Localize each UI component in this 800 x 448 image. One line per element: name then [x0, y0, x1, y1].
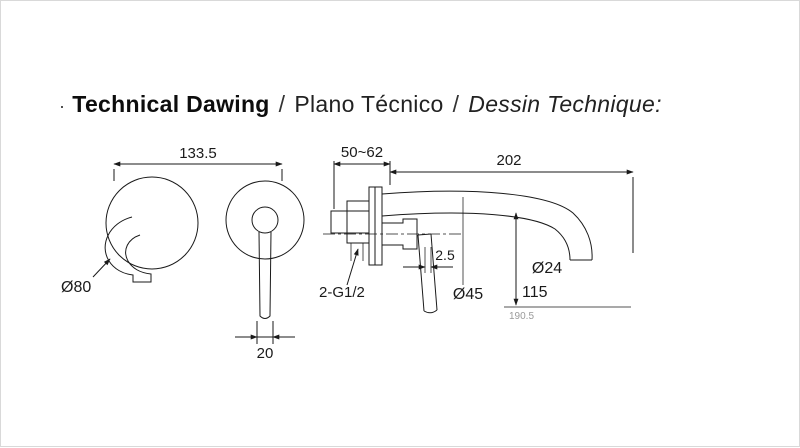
- spout-escutcheon-circle: [105, 176, 199, 270]
- inlet-pipe-side: [330, 210, 348, 234]
- title-separator-2: /: [452, 91, 460, 117]
- drawing-lines: [92, 161, 634, 344]
- title-bullet: ·: [59, 96, 66, 116]
- valve-body-side: [346, 200, 370, 244]
- handle-width-label: 20: [257, 345, 274, 362]
- handle-front: [258, 231, 272, 319]
- dim-height-115: [504, 212, 631, 308]
- title-english: Technical Dawing: [72, 91, 270, 117]
- offset-label: 2.5: [435, 247, 455, 263]
- escutcheon-diameter-label: Ø45: [453, 286, 483, 303]
- spout-front: [104, 216, 152, 283]
- dim-offset-2-5: [403, 247, 453, 273]
- wall-depth-label: 50~62: [341, 144, 383, 161]
- page-title: · Technical Dawing / Plano Técnico / Des…: [59, 91, 662, 118]
- dimension-labels: 133.5 Ø80 20 50~62 202 2.5 Ø45 Ø24 115 2…: [61, 144, 562, 362]
- spout-escutcheon-diameter-label: Ø80: [61, 279, 91, 296]
- ref-dim-label: 190.5: [509, 311, 534, 322]
- spout-side-inner: [381, 212, 571, 261]
- dim-handle-20: [235, 321, 295, 344]
- dim-length-202: [389, 169, 634, 253]
- handle-side: [417, 233, 438, 314]
- front-view: [92, 161, 305, 344]
- dim-width-133-5: [113, 161, 283, 181]
- thread-leader-line: [346, 248, 359, 286]
- title-french: Dessin Technique:: [468, 91, 662, 117]
- spout-diameter-label: Ø24: [532, 260, 562, 277]
- handle-escutcheon-circle: [225, 180, 305, 260]
- dim-width-label: 133.5: [179, 145, 217, 162]
- dia80-leader-line: [92, 258, 111, 278]
- side-view: [323, 161, 634, 314]
- thread-label: 2-G1/2: [319, 284, 365, 301]
- spout-length-label: 202: [496, 152, 521, 169]
- title-spanish: Plano Técnico: [294, 91, 444, 117]
- title-separator-1: /: [278, 91, 286, 117]
- spout-side-outer: [381, 190, 593, 261]
- handle-hub-circle: [251, 206, 279, 234]
- spout-height-label: 115: [522, 284, 548, 301]
